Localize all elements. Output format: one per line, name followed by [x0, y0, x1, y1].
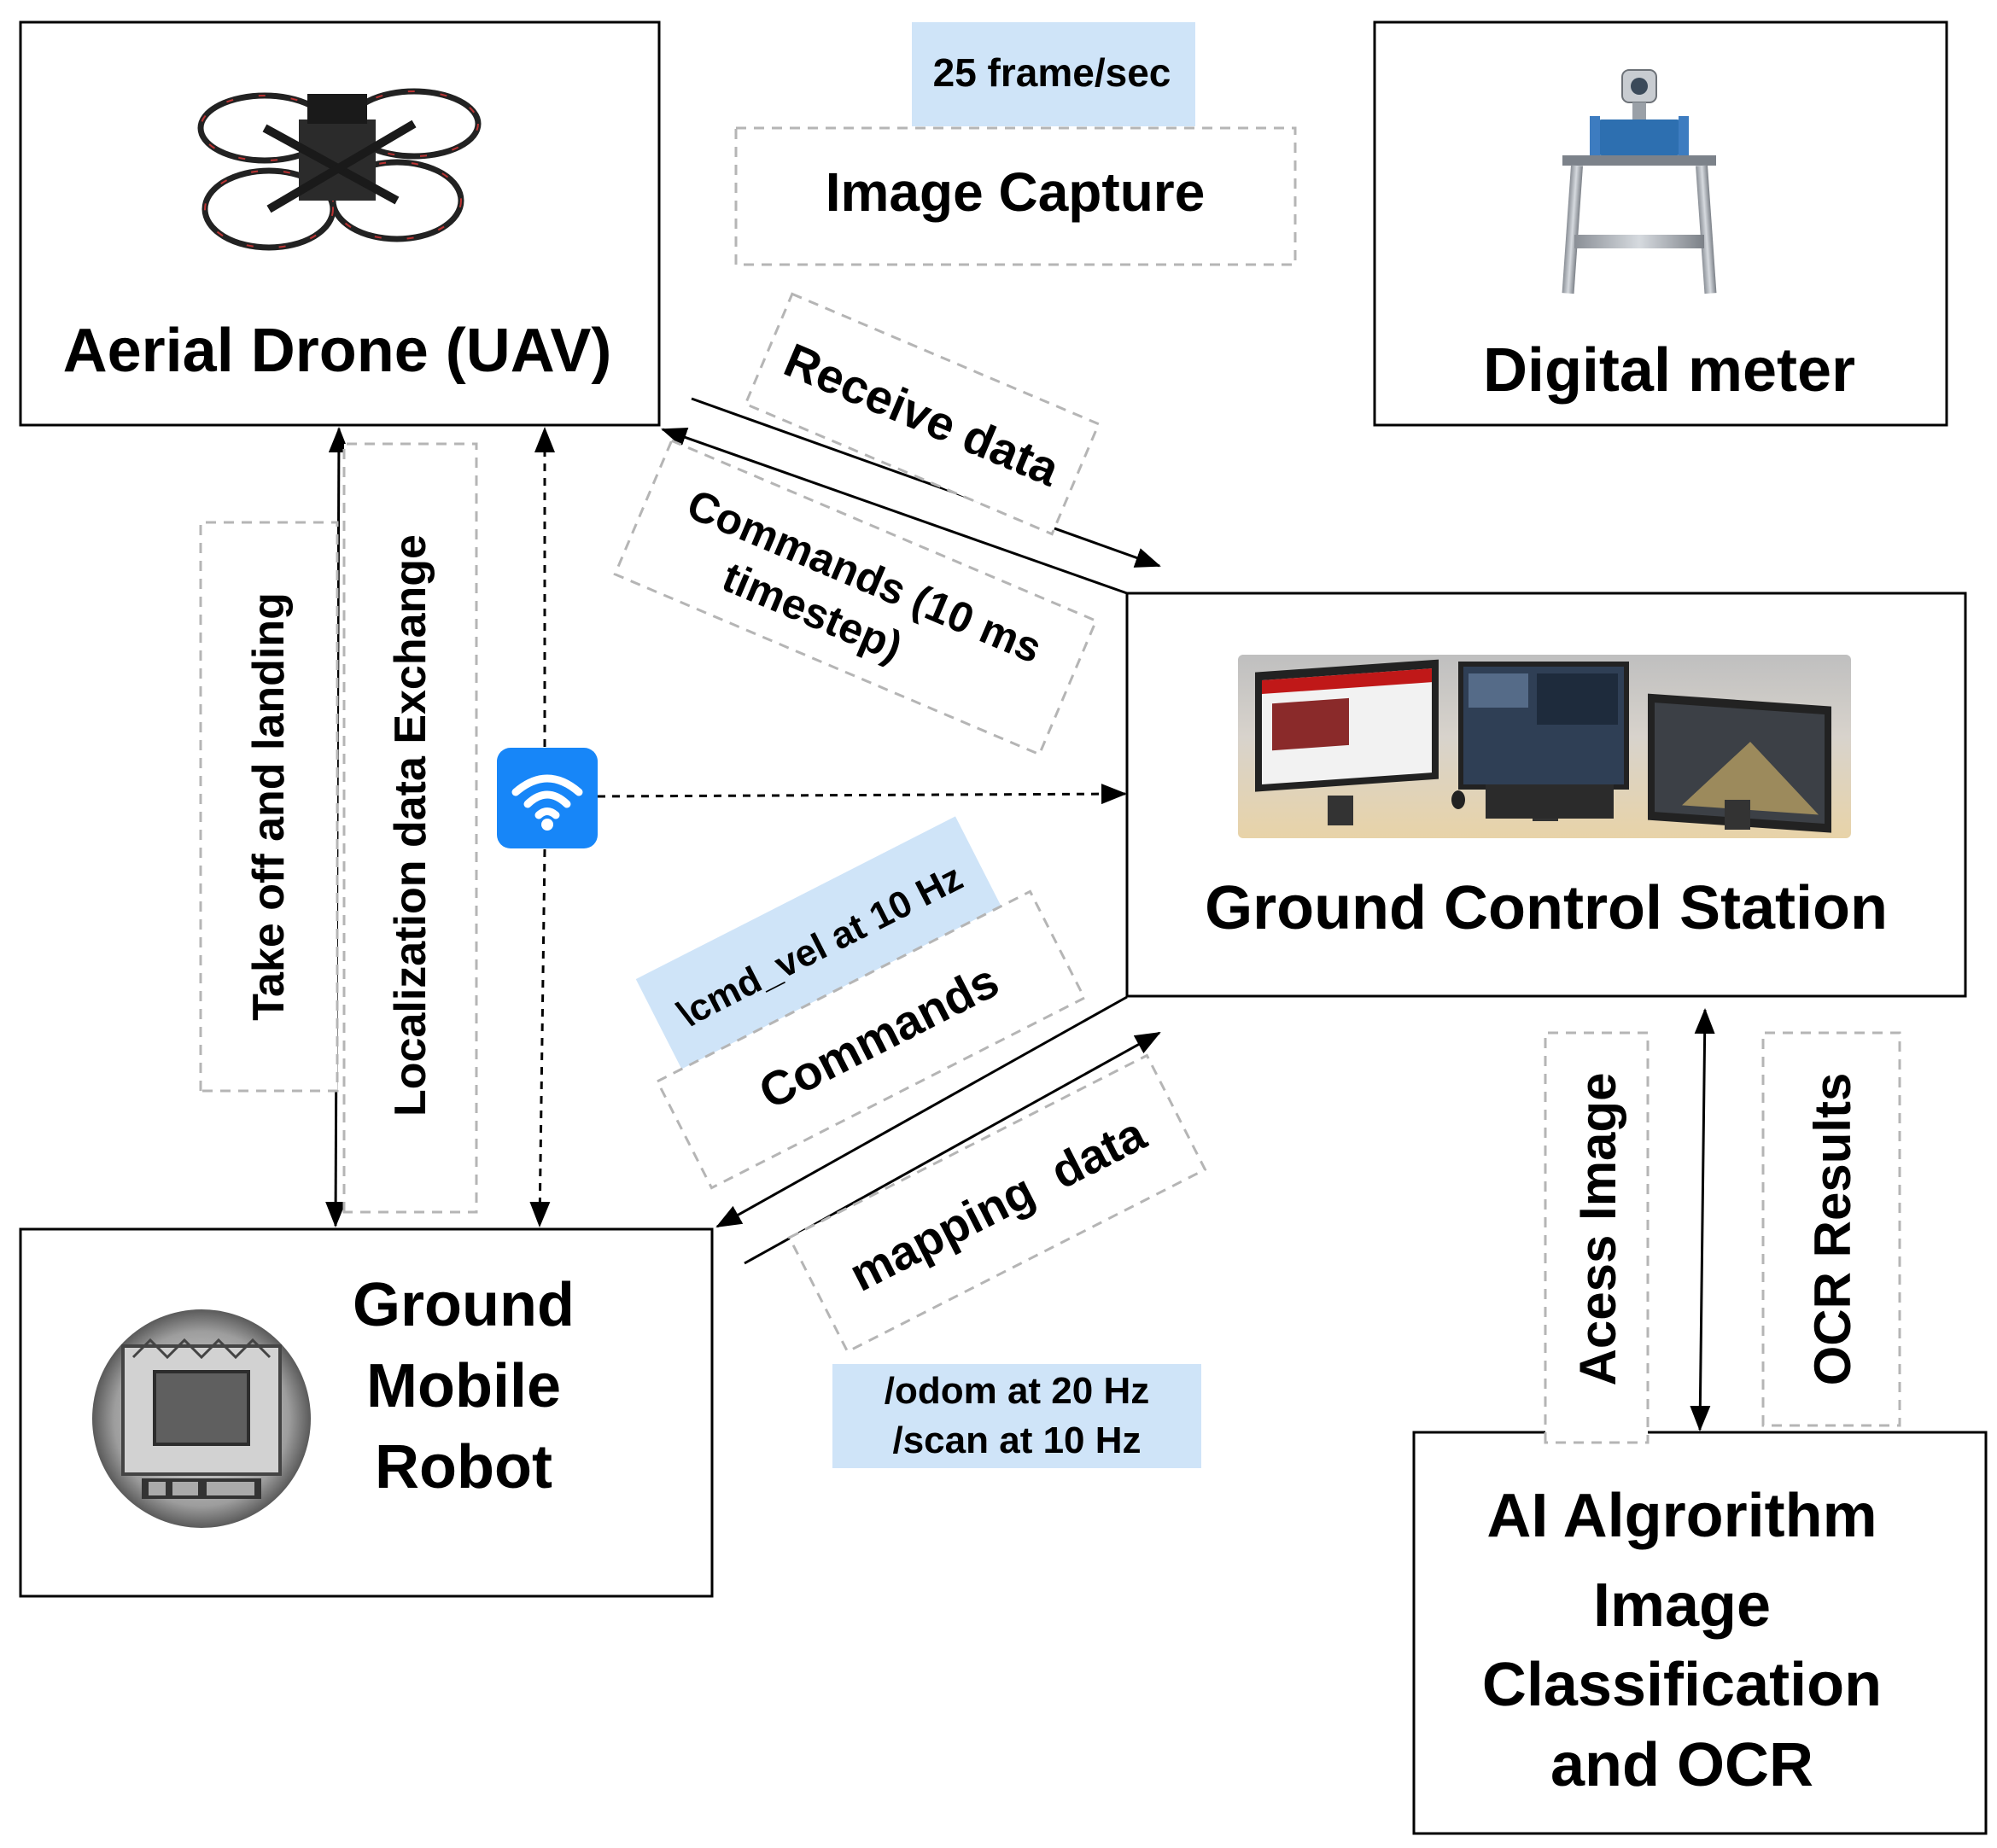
commands-to-robot-arrow	[715, 995, 1128, 1228]
receive-data-arrow	[691, 397, 1161, 568]
image-capture-label: Image Capture	[734, 126, 1297, 266]
drone-title: Aerial Drone (UAV)	[63, 317, 612, 385]
acess-image-label: Acess Image	[1544, 1031, 1650, 1444]
ai-title-line1: AI Algrorithm	[1486, 1482, 1877, 1550]
takeoff-landing-label: Take off and landing	[199, 521, 339, 1093]
ai-title-line3: Classification	[1482, 1651, 1882, 1719]
ai-title-line4: and OCR	[1550, 1731, 1813, 1799]
odom-scan-label: /odom at 20 Hz /scan at 10 Hz	[832, 1364, 1201, 1468]
gcs-title: Ground Control Station	[1205, 874, 1888, 942]
ground-mobile-robot-node: Ground Mobile Robot	[19, 1227, 714, 1598]
wifi-gcs-link	[597, 784, 1127, 805]
svg-text:/odom at 20 Hz: /odom at 20 Hz	[885, 1370, 1150, 1412]
svg-text:/scan at 10 Hz: /scan at 10 Hz	[892, 1420, 1141, 1461]
svg-text:Acess Image: Acess Image	[1569, 1073, 1626, 1386]
frame-rate-label: 25 frame/sec	[912, 22, 1195, 126]
svg-text:OCR Results: OCR Results	[1804, 1073, 1861, 1386]
robot-title-line1: Ground	[353, 1271, 575, 1339]
mobile-robot-image	[92, 1309, 311, 1528]
ai-title-line2: Image	[1593, 1571, 1771, 1640]
svg-text:Image Capture: Image Capture	[826, 161, 1206, 223]
svg-text:25 frame/sec: 25 frame/sec	[933, 50, 1171, 95]
aerial-drone-node: Aerial Drone (UAV)	[19, 20, 661, 427]
control-room-monitors-image	[1238, 655, 1851, 838]
drone-image	[197, 88, 482, 251]
robot-title-line3: Robot	[375, 1433, 552, 1501]
robot-title-line2: Mobile	[366, 1352, 561, 1420]
flow-meter-image	[1562, 69, 1717, 294]
ocr-results-label: OCR Results	[1761, 1031, 1901, 1427]
localization-label: Localization data Exchange	[342, 442, 478, 1214]
gcs-ai-arrow	[1690, 1008, 1715, 1431]
commands-to-drone-arrow	[661, 428, 1128, 595]
meter-title: Digital meter	[1483, 336, 1855, 405]
svg-text:Take off and landing: Take off and landing	[244, 592, 294, 1021]
digital-meter-node: Digital meter	[1373, 20, 1948, 427]
wifi-robot-link	[529, 848, 551, 1227]
ground-control-station-node: Ground Control Station	[1125, 592, 1967, 998]
wifi-icon	[497, 748, 598, 848]
ai-algorithm-node: AI Algrorithm Image Classification and O…	[1412, 1431, 1988, 1835]
svg-text:Localization data Exchange: Localization data Exchange	[386, 534, 435, 1116]
